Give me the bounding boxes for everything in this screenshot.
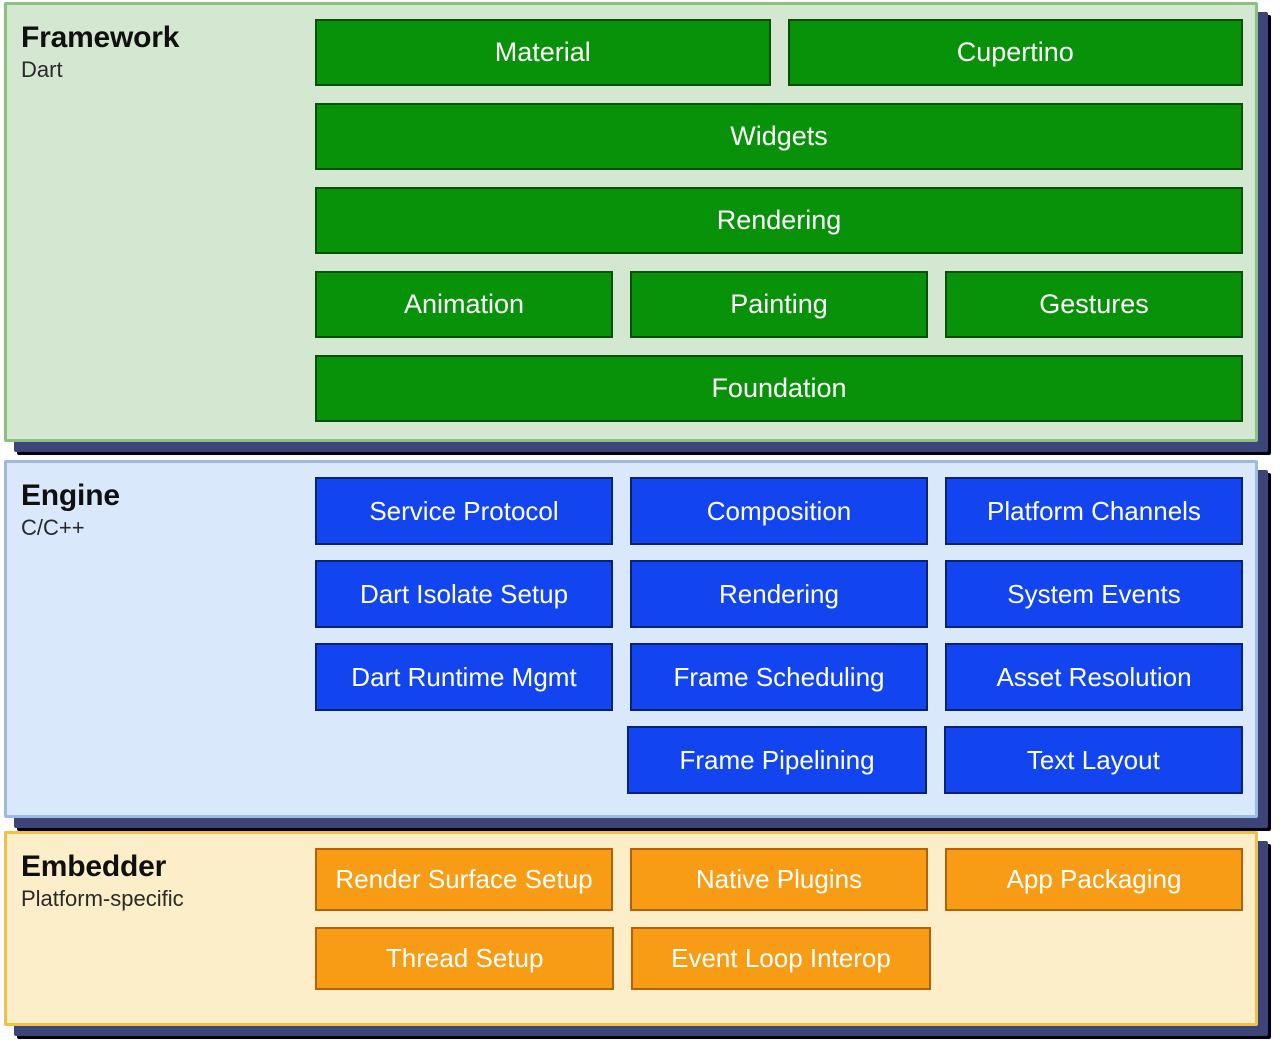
box-gestures[interactable]: Gestures [945,271,1243,338]
box-rendering-framework[interactable]: Rendering [315,187,1243,254]
box-frame-pipelining[interactable]: Frame Pipelining [627,726,927,794]
layer-engine: Engine C/C++ Service Protocol Compositio… [4,460,1258,818]
box-system-events[interactable]: System Events [945,560,1243,628]
box-widgets[interactable]: Widgets [315,103,1243,170]
box-rendering-engine[interactable]: Rendering [630,560,928,628]
box-app-packaging[interactable]: App Packaging [945,848,1243,911]
framework-row-5: Foundation [315,355,1243,422]
row-gap [928,848,945,911]
box-asset-resolution[interactable]: Asset Resolution [945,643,1243,711]
box-cupertino[interactable]: Cupertino [787,19,1243,86]
layer-engine-label: Engine C/C++ [7,463,312,815]
row-gap [928,271,945,338]
box-foundation[interactable]: Foundation [315,355,1243,422]
box-composition[interactable]: Composition [630,477,928,545]
box-thread-setup[interactable]: Thread Setup [315,927,615,990]
layer-embedder-label: Embedder Platform-specific [7,834,312,1023]
row-spacer [315,726,610,794]
engine-row-3: Dart Runtime Mgmt Frame Scheduling Asset… [315,643,1243,711]
row-gap [613,271,630,338]
box-material[interactable]: Material [315,19,771,86]
row-gap [613,560,630,628]
embedder-row-1: Render Surface Setup Native Plugins App … [315,848,1243,911]
layer-embedder-boxes: Render Surface Setup Native Plugins App … [312,834,1255,1023]
row-gap [613,643,630,711]
row-spacer [948,927,1243,990]
row-gap [610,726,627,794]
box-render-surface-setup[interactable]: Render Surface Setup [315,848,613,911]
engine-row-1: Service Protocol Composition Platform Ch… [315,477,1243,545]
embedder-row-2: Thread Setup Event Loop Interop [315,927,1243,990]
row-gap [771,19,788,86]
box-dart-isolate-setup[interactable]: Dart Isolate Setup [315,560,613,628]
layer-engine-boxes: Service Protocol Composition Platform Ch… [312,463,1255,815]
framework-row-1: Material Cupertino [315,19,1243,86]
row-gap [613,848,630,911]
framework-row-2: Widgets [315,103,1243,170]
box-text-layout[interactable]: Text Layout [943,726,1243,794]
row-gap [614,927,631,990]
row-gap [613,477,630,545]
engine-row-2: Dart Isolate Setup Rendering System Even… [315,560,1243,628]
row-gap [928,477,945,545]
row-gap [928,643,945,711]
layer-engine-subtitle: C/C++ [21,514,85,540]
framework-row-4: Animation Painting Gestures [315,271,1243,338]
layer-framework-subtitle: Dart [21,56,63,82]
layer-engine-title: Engine [21,479,120,512]
engine-row-4: Frame Pipelining Text Layout [315,726,1243,794]
box-frame-scheduling[interactable]: Frame Scheduling [630,643,928,711]
box-service-protocol[interactable]: Service Protocol [315,477,613,545]
layer-embedder-title: Embedder [21,850,167,883]
layer-framework: Framework Dart Material Cupertino Widget… [4,2,1258,442]
box-dart-runtime-mgmt[interactable]: Dart Runtime Mgmt [315,643,613,711]
box-painting[interactable]: Painting [630,271,928,338]
box-platform-channels[interactable]: Platform Channels [945,477,1243,545]
layer-embedder-subtitle: Platform-specific [21,885,184,911]
box-animation[interactable]: Animation [315,271,613,338]
framework-row-3: Rendering [315,187,1243,254]
layer-framework-label: Framework Dart [7,5,312,439]
row-gap [931,927,948,990]
box-event-loop-interop[interactable]: Event Loop Interop [631,927,931,990]
row-gap [927,726,944,794]
layer-embedder: Embedder Platform-specific Render Surfac… [4,831,1258,1026]
box-native-plugins[interactable]: Native Plugins [630,848,928,911]
row-gap [928,560,945,628]
layer-framework-title: Framework [21,21,180,54]
layer-framework-boxes: Material Cupertino Widgets Rendering Ani… [312,5,1255,439]
